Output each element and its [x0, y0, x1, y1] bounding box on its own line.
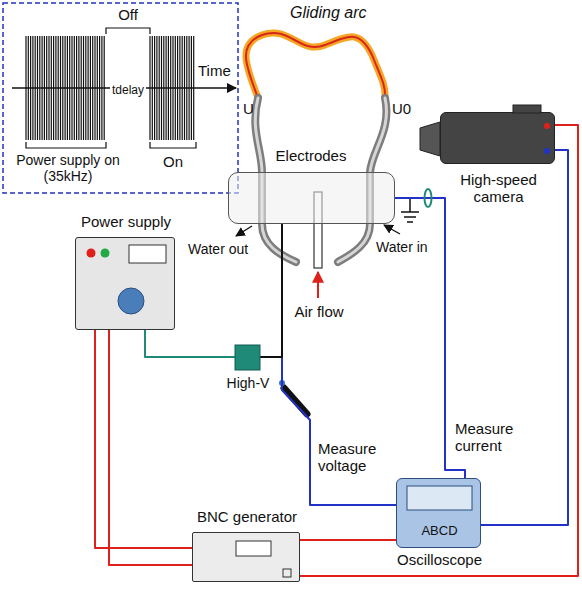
bnc-generator: BNC generator: [192, 532, 300, 582]
camera-body: High-speed camera: [440, 112, 555, 164]
measure-label: Measure voltage: [318, 440, 390, 475]
node-text: Oscilloscope: [397, 551, 482, 568]
water-out-arrow: [236, 226, 252, 236]
node-heading: High-speed camera: [441, 171, 556, 206]
ground-wire: [409, 198, 411, 212]
electrode-label: U0: [392, 100, 411, 117]
water-label: Water in: [376, 239, 428, 255]
electrode-holder: Electrodes: [228, 172, 395, 224]
label-slot: U: [243, 100, 257, 118]
on-bracket: [150, 142, 196, 148]
on-label: On: [163, 153, 183, 170]
off-bracket: [106, 28, 150, 34]
high-voltage-module: [235, 345, 260, 370]
panel-detail: [441, 113, 554, 163]
delay-label: tdelay: [110, 84, 146, 98]
label-slot: Water in: [376, 238, 440, 256]
text-slot: Electrodes: [265, 147, 357, 165]
voltage-probe: [284, 388, 307, 414]
label-slot: Air flow: [290, 303, 348, 321]
label-slot: Measure current: [455, 420, 527, 455]
measure-label: Measure current: [455, 420, 527, 455]
oscilloscope: ABCDOscilloscope: [396, 478, 481, 548]
text-slot: Oscilloscope: [382, 551, 497, 569]
node-heading: Power supply: [81, 213, 171, 230]
label-slot: On: [150, 153, 196, 171]
label-slot: High-V: [220, 374, 276, 392]
on-period-label: Power supply on (35kHz): [8, 152, 128, 184]
on-bracket: [26, 142, 106, 148]
signal-wire: [300, 539, 396, 541]
air-label: Air flow: [294, 303, 343, 320]
electrode-label: U: [243, 100, 254, 117]
label-slot: Off: [113, 6, 143, 24]
text-slot: ABCD: [397, 521, 482, 539]
high-voltage-label: High-V: [227, 375, 270, 391]
camera-lens: [420, 122, 440, 156]
label-slot: Power supply on (35kHz): [8, 152, 128, 185]
label-slot: tdelay: [108, 80, 148, 98]
water-label: Water out: [188, 241, 248, 257]
label-slot: Gliding arc: [290, 4, 382, 22]
text-slot: High-speed camera: [441, 171, 556, 206]
label-slot: Time: [198, 62, 236, 80]
ground-symbol: [401, 212, 419, 222]
text-slot: BNC generator: [173, 508, 321, 526]
text-slot: Power supply: [56, 213, 196, 231]
node-text: ABCD: [421, 524, 457, 539]
label-slot: U0: [392, 100, 418, 118]
label-slot: Water out: [188, 240, 264, 258]
node-heading: Electrodes: [276, 147, 347, 164]
power-supply: Power supply: [75, 237, 175, 330]
label-slot: Measure voltage: [318, 440, 390, 475]
inset-frame: [3, 3, 238, 193]
current-probe: [425, 189, 432, 207]
off-label: Off: [118, 6, 138, 23]
arc-label: Gliding arc: [290, 4, 366, 22]
water-in-arrow: [384, 225, 400, 234]
panel-detail: [76, 238, 174, 329]
axis-label: Time: [198, 62, 231, 79]
gliding-arc: [246, 33, 385, 98]
signal-wire: [109, 330, 192, 565]
gliding-arc-core: [246, 33, 385, 98]
node-heading: BNC generator: [197, 508, 297, 525]
signal-wire: [282, 224, 396, 505]
air-flow-arrow: [317, 272, 319, 298]
panel-detail: [193, 533, 299, 581]
signal-wire: [481, 150, 568, 525]
